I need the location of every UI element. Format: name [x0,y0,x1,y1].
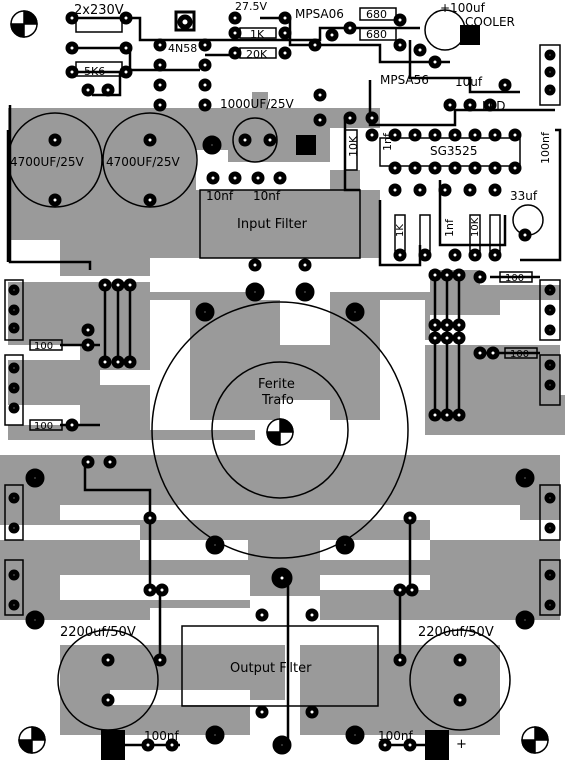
label-r10k-v: 10K [470,217,481,237]
label-cooler: COOLER [465,15,515,29]
silkscreen [4,7,561,731]
label-mpsa56: MPSA56 [380,73,429,87]
label-r100-l2: 100 [34,421,53,432]
label-input-filter: Input Filter [237,217,308,232]
label-33uf: 33uf [510,189,538,203]
label-transformer: 2x230V [74,3,124,18]
label-r100-r1: 100 [505,273,524,284]
label-led: LED [482,99,506,113]
label-sg3525: SG3525 [430,144,477,158]
mounting-holes [10,10,549,754]
label-r20k: 20K [246,48,268,61]
label-ferrite: Ferite [258,377,295,392]
label-100nf-bl: 100nf [144,729,180,743]
silkscreen-labels: 2x230V 27.5V MPSA06 680 680 +100uf COOLE… [10,0,552,752]
label-r5k6: 5K6 [84,65,105,78]
label-100nf-br: 100nf [378,729,414,743]
label-4700uf-right: 4700UF/25V [106,155,181,169]
label-trafo-voltage: 27.5V [235,0,267,13]
label-4700uf-left: 4700UF/25V [10,155,85,169]
label-1nf-top: 1nf [381,132,394,151]
isolation-gaps [0,300,569,600]
label-cap-100uf: +100uf [440,1,486,15]
label-r680-a: 680 [366,8,387,21]
label-1000uf: 1000UF/25V [220,97,295,111]
label-r1k: 1K [250,28,265,41]
label-plus: + [456,737,467,752]
label-10k-top: 10K [347,135,360,157]
label-r100-r2: 100 [510,349,529,360]
label-trafo: Trafo [261,393,294,408]
label-1nf: 1nf [443,218,456,237]
label-mpsa06: MPSA06 [295,7,344,21]
label-2200uf-right: 2200uf/50V [418,625,494,640]
label-10uf: 10uf [455,75,483,89]
label-output-filter: Output Filter [230,661,312,676]
label-r1k-v: 1K [395,224,406,237]
square-pads [101,10,480,760]
label-10nf-b: 10nf [253,189,281,203]
power-pads [25,135,535,755]
label-100nf-side: 100nf [539,131,552,164]
label-r680-b: 680 [366,28,387,41]
label-r100-l1: 100 [34,341,53,352]
pads [8,11,556,752]
label-4n58: 4N58 [168,42,197,55]
label-10nf-a: 10nf [206,189,234,203]
label-2200uf-left: 2200uf/50V [60,625,136,640]
